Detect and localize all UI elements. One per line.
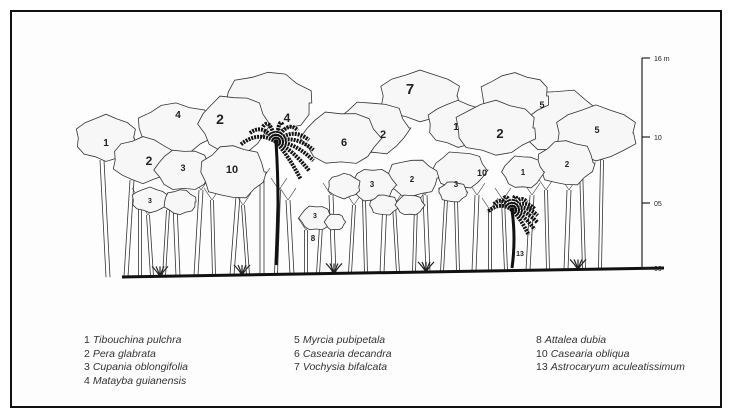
crowns	[76, 70, 636, 230]
tree-crown	[198, 96, 271, 152]
trunk	[455, 200, 460, 271]
legend-item: 4Matayba guianensis	[84, 375, 188, 389]
legend-number: 8	[536, 334, 542, 346]
scale-label-10: 10	[654, 135, 662, 142]
scale-label-05: 05	[654, 201, 662, 208]
trunk	[100, 160, 110, 277]
trunk	[286, 200, 294, 274]
legend-species-name: Pera glabrata	[93, 348, 156, 360]
legend-column-2: 5Myrcia pubipetala6Casearia decandra7Voc…	[294, 334, 392, 375]
trunk	[230, 196, 240, 275]
crown-number-label: 3	[180, 163, 185, 173]
legend-species-name: Astrocaryum aculeatissimum	[551, 361, 685, 373]
crown-number-label: 1	[521, 168, 526, 177]
crown-number-label: 5	[594, 125, 599, 135]
legend-item: 3Cupania oblongifolia	[84, 361, 188, 375]
trunk	[545, 190, 550, 270]
legend-number: 5	[294, 334, 300, 346]
legend-number: 7	[294, 361, 300, 373]
crown-number-label: 10	[226, 164, 238, 176]
crown-number-label: 1	[453, 122, 459, 133]
crown-number-label: 4	[284, 111, 291, 125]
legend-species-name: Myrcia pubipetala	[303, 334, 385, 346]
trunk	[489, 210, 492, 271]
legend-item: 5Myrcia pubipetala	[294, 334, 392, 348]
crown-number-label: 8	[311, 234, 316, 243]
branch	[495, 188, 511, 200]
trunk	[329, 195, 336, 273]
trunk	[211, 200, 216, 275]
trunk	[317, 226, 323, 274]
legend-item: 1Tibouchina pulchra	[84, 334, 188, 348]
legend-number: 4	[84, 375, 90, 387]
crown-number-label: 2	[146, 154, 153, 168]
legend-species-name: Vochysia bifalcata	[303, 361, 387, 373]
trunk	[564, 190, 571, 270]
crown-number-label: 2	[565, 160, 570, 169]
legend-number: 1	[84, 334, 90, 346]
legend-number: 10	[536, 348, 548, 360]
crown-number-label: 2	[380, 129, 386, 141]
scale-label-16: 16 m	[654, 56, 670, 63]
legend-species-name: Casearia decandra	[303, 348, 392, 360]
legend-number: 2	[84, 348, 90, 360]
trunk	[393, 205, 400, 272]
crown-number-label: 6	[341, 137, 347, 149]
tree-crown	[395, 195, 425, 215]
trunk	[599, 160, 604, 269]
crown-number-label: 2	[216, 111, 224, 127]
tree-crown	[164, 190, 196, 215]
crown-number-label: 2	[496, 126, 503, 141]
legend-species-name: Attalea dubia	[545, 334, 606, 346]
legend-number: 6	[294, 348, 300, 360]
crown-number-label: 5	[539, 100, 544, 110]
crown-number-label: 3	[454, 180, 459, 189]
height-scale: 16 m 10 05 00	[642, 56, 670, 273]
crown-number-label: 4	[175, 110, 181, 121]
crown-number-label: 3	[370, 180, 375, 189]
palm-trunk	[512, 210, 514, 268]
legend-species-name: Tibouchina pulchra	[93, 334, 182, 346]
palm-trunk	[276, 142, 278, 265]
branch	[280, 188, 296, 200]
legend-number: 3	[84, 361, 90, 373]
legend-item: 6Casearia decandra	[294, 348, 392, 362]
trunk	[260, 180, 264, 275]
trunk	[363, 200, 368, 273]
trunk	[502, 200, 508, 271]
crown-number-label: 3	[313, 213, 317, 220]
crown-number-label: 1	[103, 138, 109, 149]
trunk	[242, 205, 250, 275]
legend-item: 10Casearia obliqua	[536, 348, 685, 362]
legend-item: 8Attalea dubia	[536, 334, 685, 348]
legend-item: 2Pera glabrata	[84, 348, 188, 362]
legend-column-1: 1Tibouchina pulchra2Pera glabrata3Cupani…	[84, 334, 188, 388]
trunk	[173, 205, 180, 276]
crown-number-label: 13	[516, 251, 524, 258]
legend-item: 7Vochysia bifalcata	[294, 361, 392, 375]
trunk	[441, 200, 448, 272]
legend-item: 13Astrocaryum aculeatissimum	[536, 361, 685, 375]
legend-number: 13	[536, 361, 548, 373]
ground-line	[122, 268, 664, 277]
legend-column-3: 8Attalea dubia10Casearia obliqua13Astroc…	[536, 334, 685, 375]
legend-species-name: Casearia obliqua	[551, 348, 630, 360]
crown-number-label: 10	[477, 168, 487, 178]
trunk	[349, 205, 356, 273]
legend-species-name: Cupania oblongifolia	[93, 361, 188, 373]
trunk	[472, 195, 479, 271]
trunk	[139, 200, 142, 277]
crown-number-label: 3	[148, 198, 152, 205]
crown-number-label: 7	[406, 81, 414, 98]
scale-label-00: 00	[654, 266, 662, 273]
crown-number-label: 2	[410, 175, 415, 184]
trunk	[305, 230, 308, 274]
legend-species-name: Matayba guianensis	[93, 375, 186, 387]
